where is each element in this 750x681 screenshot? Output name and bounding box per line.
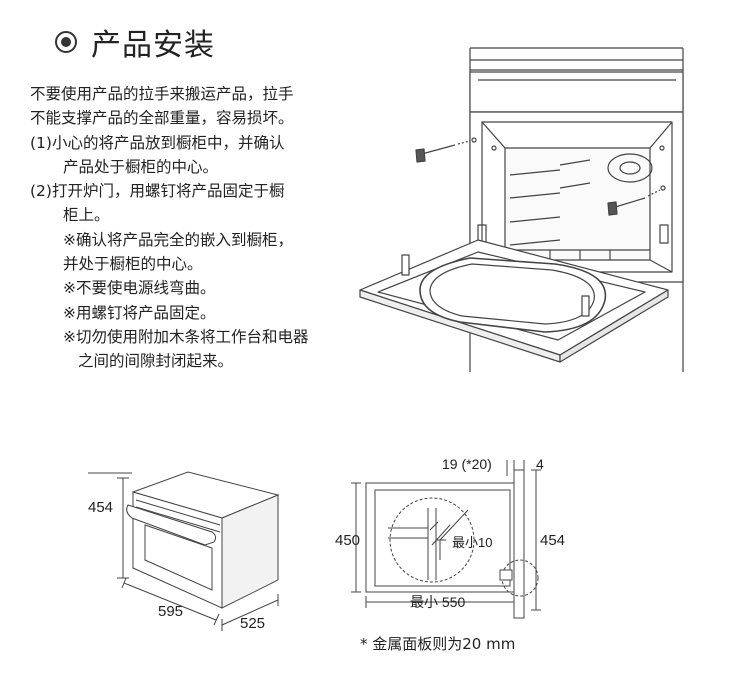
dimension-min-depth-label: 最小 550 — [410, 594, 465, 610]
footnote: * 金属面板则为20 mm — [360, 635, 516, 653]
dimension-top-gap-label: 19 (*20) — [442, 456, 492, 472]
instruction-note: ※用螺钉将产品固定。 — [63, 303, 216, 322]
instruction-line: 并处于橱柜的中心。 — [63, 255, 203, 274]
dimension-top-right-label: 4 — [536, 456, 544, 472]
bullseye-icon — [55, 31, 77, 53]
instruction-line: 之间的间隙封闭起来。 — [78, 352, 234, 371]
dimension-depth-label: 525 — [240, 615, 265, 632]
section-header: 产品安装 — [55, 20, 215, 64]
instruction-line: 不要使用产品的拉手来搬运产品，拉手 — [30, 85, 294, 103]
instruction-step-1: (1)小心的将产品放到橱柜中，并确认 — [30, 133, 285, 152]
instruction-note: ※切勿使用附加木条将工作台和电器 — [63, 327, 309, 346]
instruction-note: ※不要使电源线弯曲。 — [63, 279, 216, 298]
instruction-step-2: (2)打开炉门，用螺钉将产品固定于橱 — [30, 182, 285, 201]
installation-illustration — [359, 47, 684, 372]
installation-instructions: 不要使用产品的拉手来搬运产品，拉手 不能支撑产品的全部重量，容易损坏。 (1)小… — [30, 82, 360, 374]
dimension-cabinet-height-label: 450 — [335, 532, 360, 549]
cabinet-section-drawing: 19 (*20) 4 450 454 最小10 最小 550 — [335, 456, 565, 619]
dimension-min-detail-label: 最小10 — [452, 535, 492, 550]
instruction-note: ※确认将产品完全的嵌入到橱柜， — [63, 230, 293, 249]
dimension-width-label: 595 — [158, 603, 183, 620]
instruction-line: 不能支撑产品的全部重量，容易损坏。 — [30, 109, 294, 128]
oven-dimension-drawing: 454 595 525 — [88, 471, 280, 632]
instruction-line: 产品处于橱柜的中心。 — [63, 157, 219, 176]
dimension-product-height-label: 454 — [540, 532, 565, 549]
section-title: 产品安装 — [91, 28, 215, 63]
instruction-line: 柜上。 — [63, 206, 110, 225]
dimension-height-label: 454 — [88, 499, 113, 516]
